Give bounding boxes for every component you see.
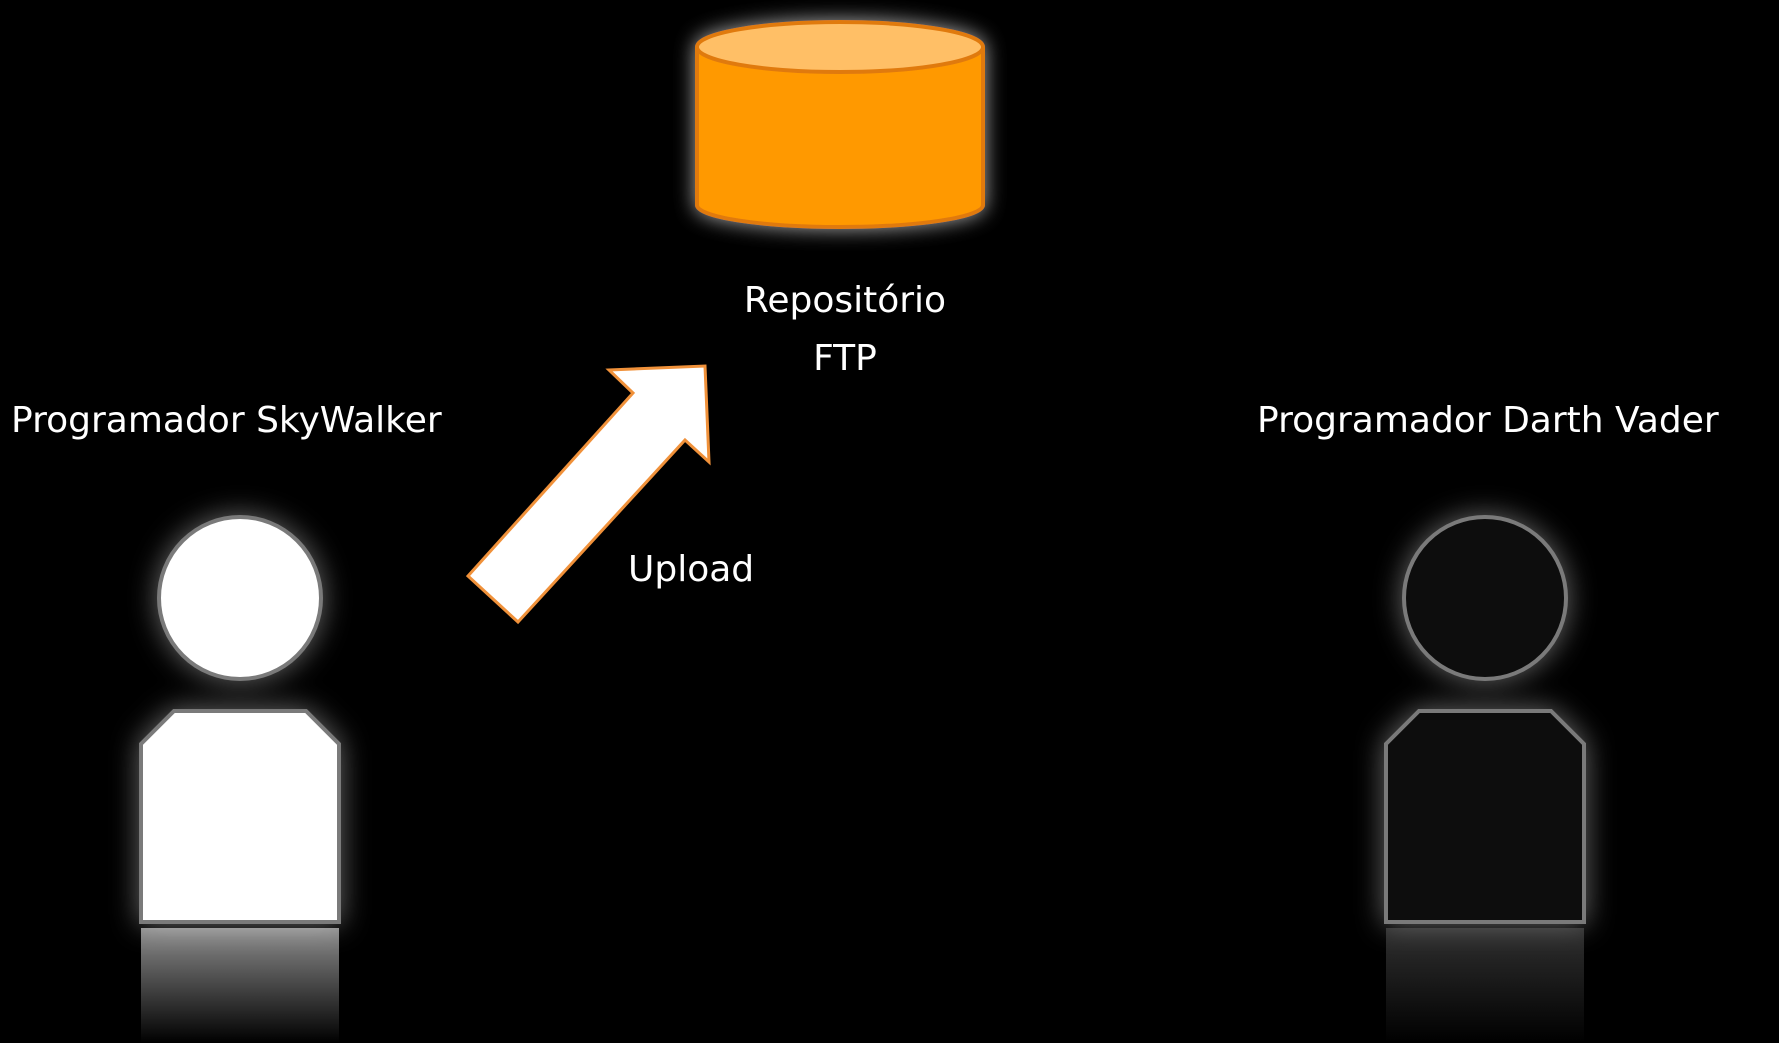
- person-icon-darth-vader: [1384, 515, 1586, 1043]
- repository-label: Repositório FTP: [695, 272, 995, 388]
- repository-label-line2: FTP: [813, 338, 877, 379]
- programmer-darth-vader-label: Programador Darth Vader: [1257, 400, 1719, 441]
- upload-label: Upload: [628, 549, 755, 590]
- upload-arrow-icon: [465, 364, 711, 625]
- database-cylinder-icon: [695, 20, 985, 229]
- programmer-skywalker-label: Programador SkyWalker: [11, 400, 442, 441]
- person-icon-skywalker: [139, 515, 341, 1043]
- repository-label-line1: Repositório: [743, 280, 947, 321]
